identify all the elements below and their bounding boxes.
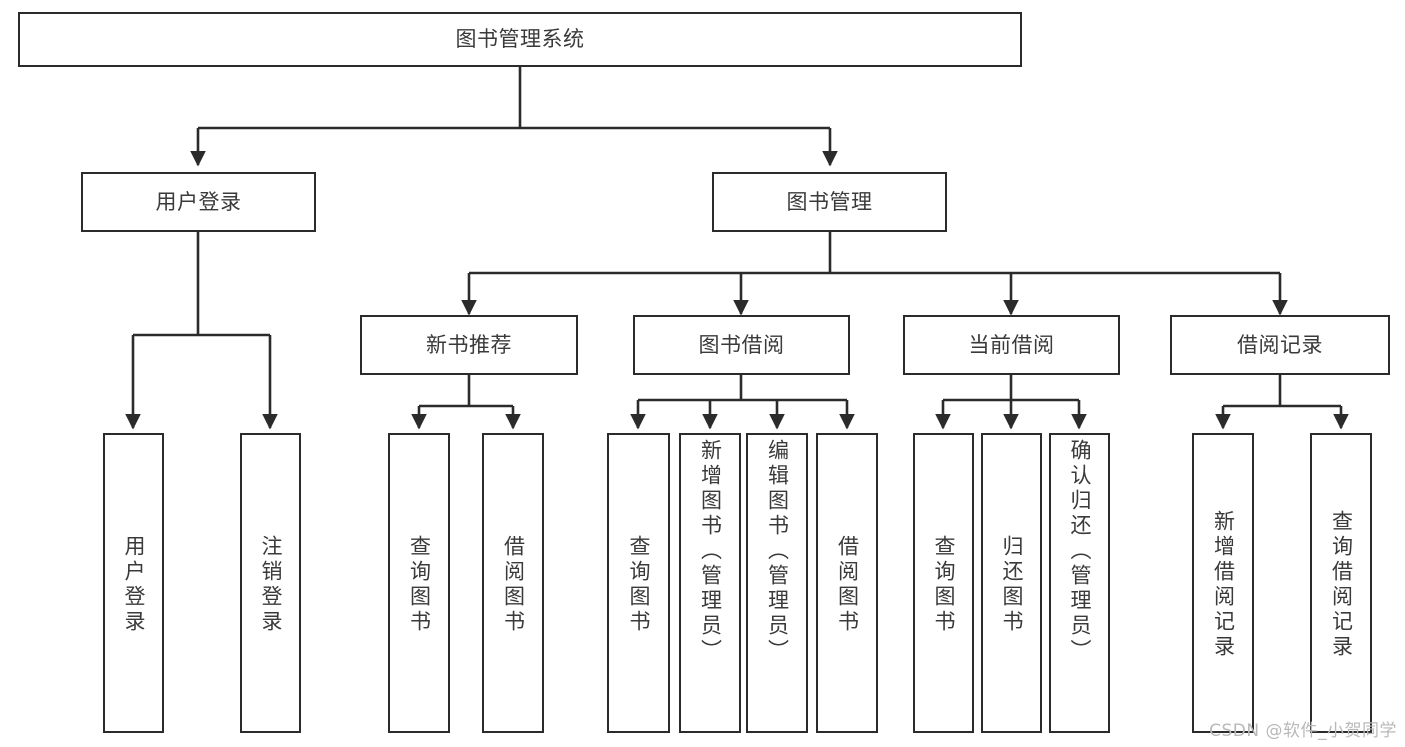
node-leaf-borrow-book-1-label: 借阅图书 <box>501 535 526 635</box>
node-leaf-user-login[interactable]: 用户登录 <box>103 433 164 733</box>
node-root[interactable]: 图书管理系统 <box>18 12 1022 67</box>
node-leaf-borrow-book-1[interactable]: 借阅图书 <box>482 433 544 733</box>
node-leaf-query-book-2[interactable]: 查询图书 <box>607 433 670 733</box>
node-leaf-query-record-label: 查询借阅记录 <box>1329 510 1354 660</box>
node-leaf-return-book[interactable]: 归还图书 <box>981 433 1042 733</box>
node-leaf-query-book-1[interactable]: 查询图书 <box>388 433 450 733</box>
node-leaf-borrow-book-2[interactable]: 借阅图书 <box>816 433 878 733</box>
node-leaf-user-login-label: 用户登录 <box>122 535 146 635</box>
node-leaf-query-record[interactable]: 查询借阅记录 <box>1310 433 1372 733</box>
node-book-management-label: 图书管理 <box>786 189 873 214</box>
node-user-login[interactable]: 用户登录 <box>81 172 316 232</box>
node-book-borrow-label: 图书借阅 <box>698 332 785 357</box>
node-borrow-record[interactable]: 借阅记录 <box>1170 315 1390 375</box>
node-leaf-borrow-book-2-label: 借阅图书 <box>835 535 860 635</box>
node-leaf-add-record-label: 新增借阅记录 <box>1211 510 1236 660</box>
node-new-book-recommend[interactable]: 新书推荐 <box>360 315 578 375</box>
node-borrow-record-label: 借阅记录 <box>1237 332 1323 357</box>
csdn-watermark: CSDN @软件_小贺同学 <box>1209 721 1397 741</box>
node-leaf-return-book-label: 归还图书 <box>1000 535 1024 635</box>
node-leaf-edit-book-label: 编辑图书（管理员） <box>765 439 790 664</box>
node-leaf-user-logout-label: 注销登录 <box>259 535 283 635</box>
node-leaf-add-book[interactable]: 新增图书（管理员） <box>679 433 741 733</box>
node-leaf-query-book-1-label: 查询图书 <box>407 535 432 635</box>
node-leaf-query-book-3-label: 查询图书 <box>932 535 956 635</box>
node-leaf-query-book-2-label: 查询图书 <box>627 535 651 635</box>
node-leaf-user-logout[interactable]: 注销登录 <box>240 433 301 733</box>
node-book-borrow[interactable]: 图书借阅 <box>633 315 850 375</box>
node-leaf-query-book-3[interactable]: 查询图书 <box>913 433 974 733</box>
node-leaf-add-record[interactable]: 新增借阅记录 <box>1192 433 1254 733</box>
node-user-login-label: 用户登录 <box>155 189 242 214</box>
node-book-management[interactable]: 图书管理 <box>712 172 947 232</box>
node-current-borrow[interactable]: 当前借阅 <box>903 315 1120 375</box>
node-leaf-confirm-return[interactable]: 确认归还（管理员） <box>1049 433 1110 733</box>
node-leaf-edit-book[interactable]: 编辑图书（管理员） <box>746 433 808 733</box>
node-new-book-recommend-label: 新书推荐 <box>426 332 512 357</box>
node-leaf-confirm-return-label: 确认归还（管理员） <box>1068 439 1092 664</box>
node-root-label: 图书管理系统 <box>455 27 585 52</box>
node-leaf-add-book-label: 新增图书（管理员） <box>698 439 723 664</box>
node-current-borrow-label: 当前借阅 <box>968 332 1055 357</box>
